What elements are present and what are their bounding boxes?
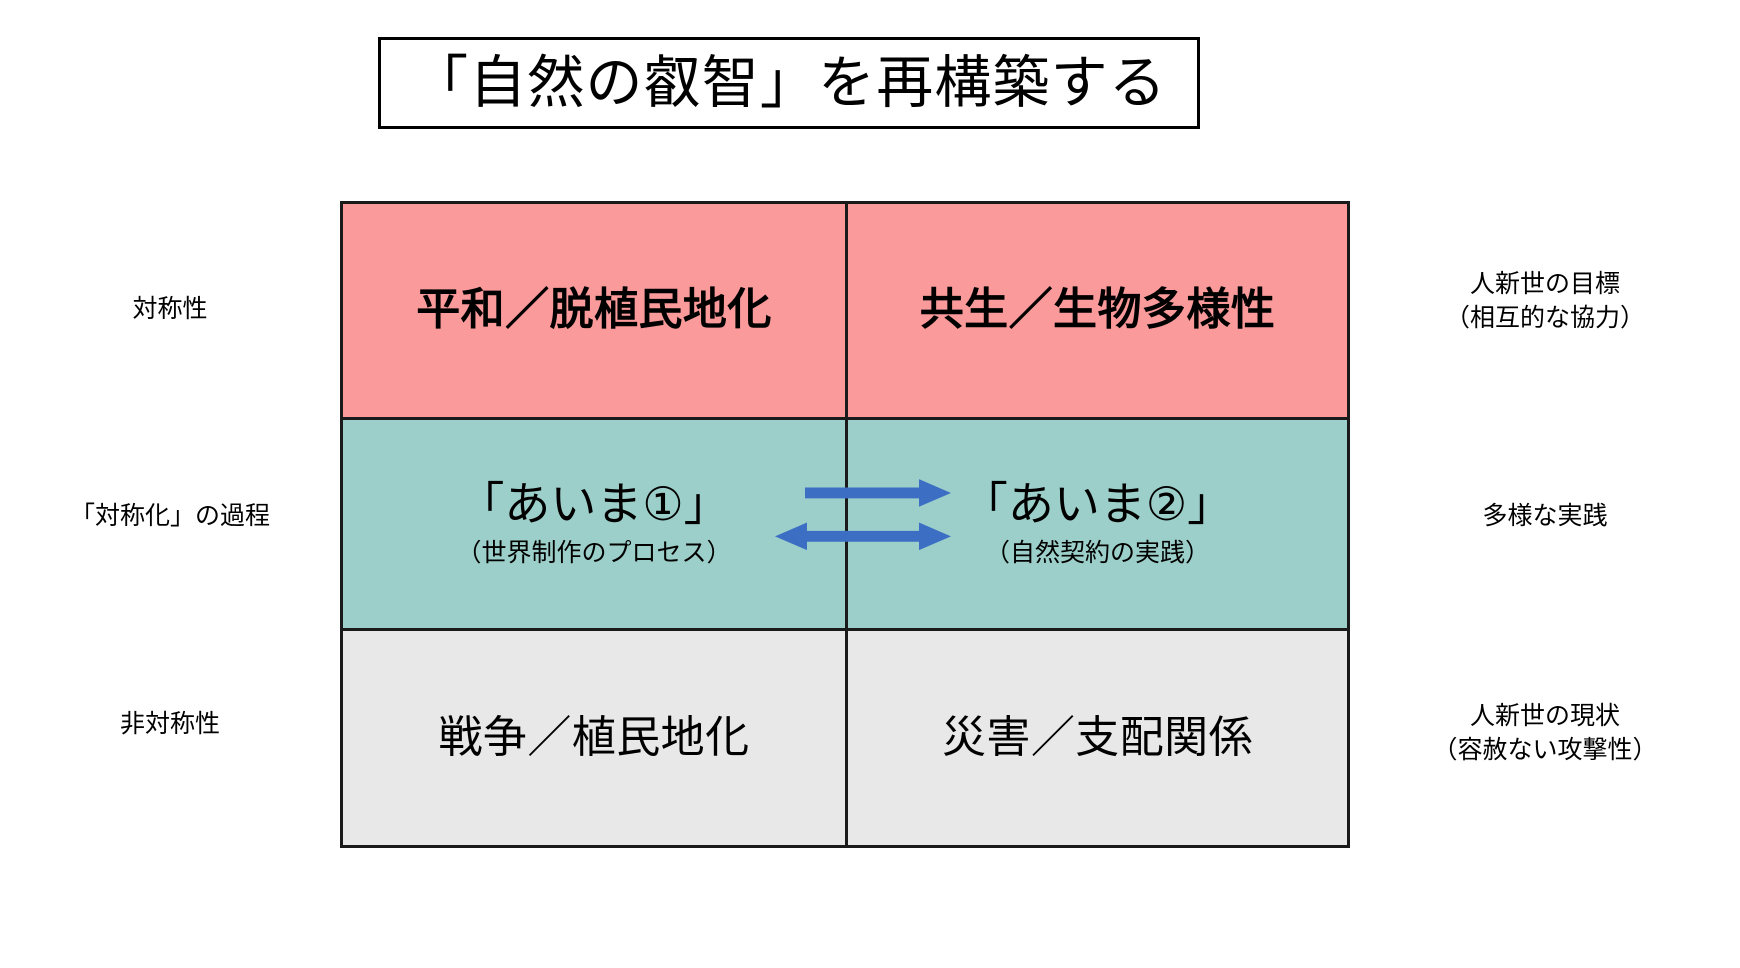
row-label-right-current: 人新世の現状 （容赦ない攻撃性） — [1350, 700, 1740, 768]
row-label-right-current-line1: 人新世の現状 — [1469, 702, 1620, 730]
cell-goal-right-title: 共生／生物多様性 — [919, 285, 1276, 335]
cell-process-left-title: 「あいま①」 — [458, 477, 730, 530]
row-label-right-current-line2: （容赦ない攻撃性） — [1432, 735, 1658, 764]
title-box: 「自然の叡智」を再構築する — [378, 37, 1200, 129]
row-label-right-practice-line1: 多様な実践 — [1482, 502, 1608, 530]
cell-current-right-title: 災害／支配関係 — [941, 712, 1254, 762]
matrix-row-goal: 平和／脱植民地化 共生／生物多様性 — [343, 204, 1347, 417]
cell-process-right-subtitle: （自然契約の実践） — [984, 539, 1210, 568]
row-label-right-goal-line1: 人新世の目標 — [1469, 270, 1620, 298]
row-label-left-symmetry: 対称性 — [132, 295, 208, 323]
cell-process-left: 「あいま①」 （世界制作のプロセス） — [343, 420, 845, 628]
cell-process-left-subtitle: （世界制作のプロセス） — [456, 539, 732, 568]
matrix-row-process: 「あいま①」 （世界制作のプロセス） 「あいま②」 （自然契約の実践） — [343, 417, 1347, 628]
cell-process-right-title: 「あいま②」 — [961, 477, 1234, 530]
cell-goal-left: 平和／脱植民地化 — [343, 204, 845, 417]
row-label-right-goal-line2: （相互的な協力） — [1444, 303, 1645, 332]
cell-current-left-title: 戦争／植民地化 — [438, 712, 750, 762]
page-title: 「自然の叡智」を再構築する — [411, 50, 1167, 115]
row-label-right-goal: 人新世の目標 （相互的な協力） — [1350, 268, 1740, 336]
row-label-right-practice: 多様な実践 — [1350, 500, 1740, 534]
cell-process-right: 「あいま②」 （自然契約の実践） — [845, 420, 1347, 628]
cell-current-right: 災害／支配関係 — [845, 631, 1347, 845]
cell-current-left: 戦争／植民地化 — [343, 631, 845, 845]
row-label-left-asymmetry: 非対称性 — [119, 710, 220, 738]
cell-goal-right: 共生／生物多様性 — [845, 204, 1347, 417]
cell-goal-left-title: 平和／脱植民地化 — [416, 285, 772, 335]
matrix-row-current: 戦争／植民地化 災害／支配関係 — [343, 628, 1347, 845]
matrix-table: 平和／脱植民地化 共生／生物多様性 「あいま①」 （世界制作のプロセス） 「あい… — [340, 201, 1350, 848]
row-label-left-process: 「対称化」の過程 — [69, 502, 270, 530]
